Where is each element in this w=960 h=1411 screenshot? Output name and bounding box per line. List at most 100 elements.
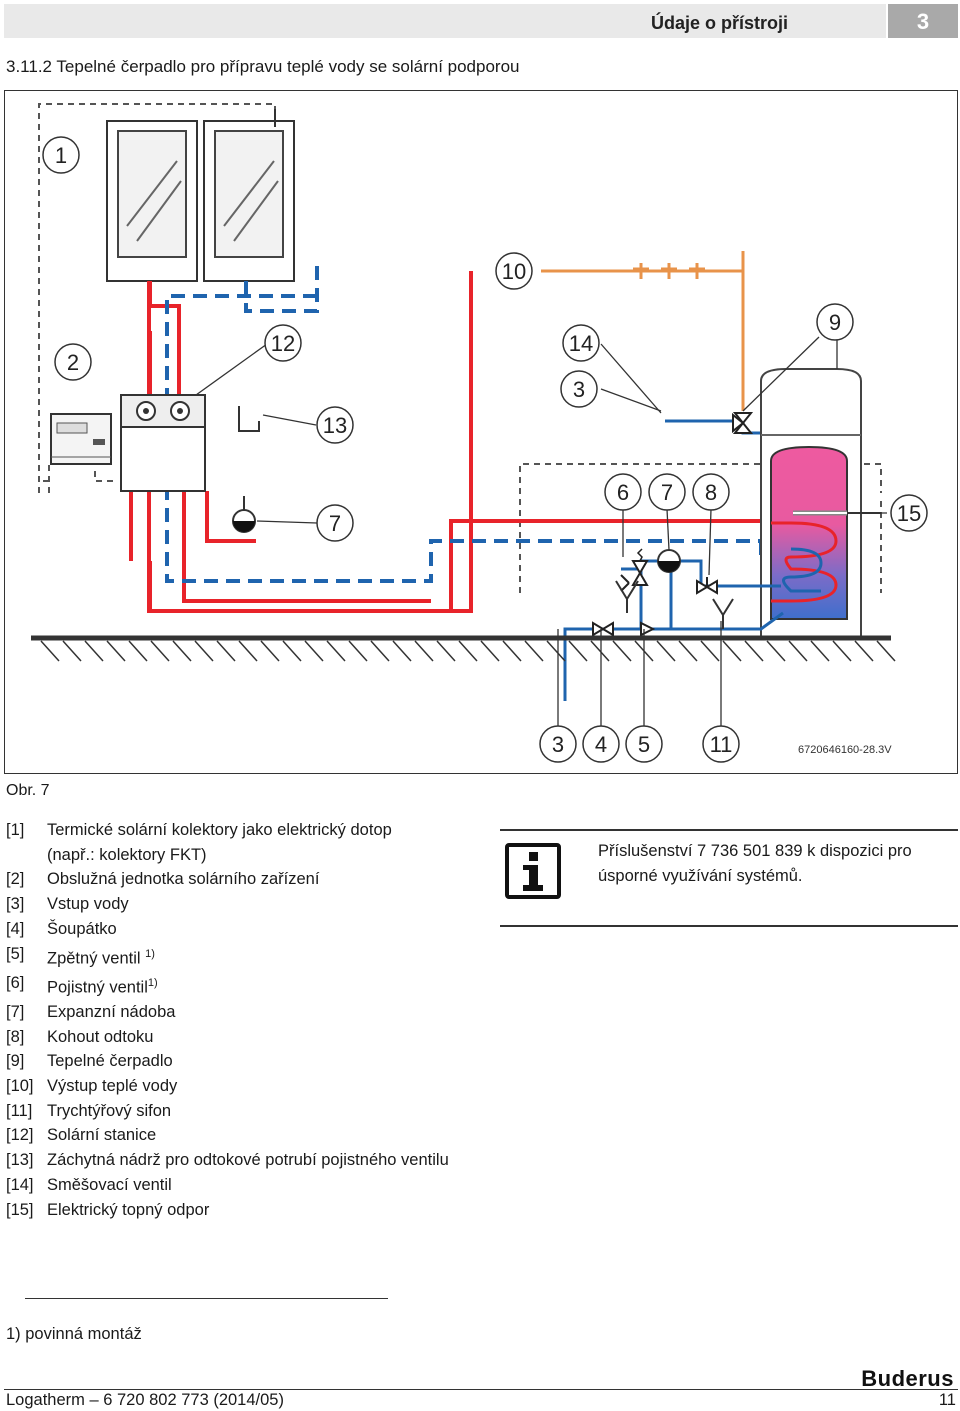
callout-label: 3: [573, 377, 585, 402]
callout-circle: [495, 252, 533, 290]
page-number: 11: [938, 1391, 956, 1409]
legend-item: [15]Elektrický topný odpor: [6, 1200, 210, 1219]
ground-hatch: [40, 640, 60, 662]
legend-item: [3]Vstup vody: [6, 895, 129, 914]
drain-cock: [696, 577, 718, 595]
brand-logo: Buderus: [861, 1366, 954, 1391]
ground-hatch: [392, 640, 412, 662]
callout-label: 12: [271, 331, 295, 356]
ground-hatch: [348, 640, 368, 662]
footnote-rule: [25, 1298, 388, 1299]
ground-hatch: [282, 640, 302, 662]
ground-hatch: [590, 640, 610, 662]
catch-tank: [238, 406, 260, 432]
callout-circle: [582, 725, 620, 763]
callout-label: 9: [829, 310, 841, 335]
callout-label: 8: [705, 480, 717, 505]
legend-item: [6]Pojistný ventil1): [6, 973, 158, 997]
callout-circle: [648, 473, 686, 511]
shutoff-valve: [592, 621, 614, 637]
figure-label: Obr. 7: [6, 782, 50, 799]
callout-circle: [264, 324, 302, 362]
ground-hatch: [84, 640, 104, 662]
check-valve: [640, 621, 656, 637]
blue-pipe-mixing: [665, 419, 771, 435]
callout-circle: [560, 370, 598, 408]
ground-hatch: [414, 640, 434, 662]
callout-circle: [562, 324, 600, 362]
legend-item-continued: (např.: kolektory FKT): [47, 845, 207, 864]
callout-label: 6: [617, 480, 629, 505]
ground-hatch: [172, 640, 192, 662]
hot-water-outlet: [541, 251, 745, 411]
ground-hatch: [326, 640, 346, 662]
solar-collectors: [106, 109, 295, 282]
ground-hatch: [876, 640, 896, 662]
ground-hatch: [216, 640, 236, 662]
ground-hatch: [612, 640, 632, 662]
expansion-vessel: [232, 496, 256, 533]
callout-label: 1: [55, 143, 67, 168]
legend-item: [2]Obslužná jednotka solárního zařízení: [6, 870, 320, 889]
ground-hatch: [854, 640, 874, 662]
mixing-valve: [732, 412, 754, 434]
callout-circle: [604, 473, 642, 511]
legend-item: [11]Trychtýřový sifon: [6, 1101, 172, 1120]
ground-hatch: [106, 640, 126, 662]
ground-hatch: [546, 640, 566, 662]
ground-hatch: [502, 640, 522, 662]
note-divider-top: [500, 829, 958, 831]
legend-item: [7]Expanzní nádoba: [6, 1002, 176, 1021]
ground-hatch: [656, 640, 676, 662]
ground-hatch: [678, 640, 698, 662]
legend-item: [9]Tepelné čerpadlo: [6, 1052, 173, 1071]
ground-hatch: [722, 640, 742, 662]
ground-hatch: [260, 640, 280, 662]
callout-circle: [692, 473, 730, 511]
ground-hatch: [128, 640, 148, 662]
legend-item: [12]Solární stanice: [6, 1126, 157, 1145]
ground-hatch: [744, 640, 764, 662]
callout-label: 13: [323, 413, 347, 438]
callout-circle: [625, 725, 663, 763]
ground-hatch: [238, 640, 258, 662]
ground-hatch: [810, 640, 830, 662]
callout-label: 3: [552, 732, 564, 757]
solar-red-main: [147, 281, 761, 613]
note-text: Příslušenství 7 736 501 839 k dispozici …: [598, 842, 912, 885]
footer-rule: [4, 1389, 958, 1390]
footer-document-id: Logatherm – 6 720 802 773 (2014/05): [6, 1391, 284, 1409]
ground-hatch: [480, 640, 500, 662]
footnote: 1) povinná montáž: [6, 1325, 142, 1343]
callout-label: 14: [569, 331, 593, 356]
callout-label: 4: [595, 732, 607, 757]
figure-code: 6720646160-28.3V: [798, 744, 892, 756]
legend-list: [1]Termické solární kolektory jako elekt…: [6, 818, 449, 1222]
callout-circle: [316, 504, 354, 542]
note-divider-bottom: [500, 925, 958, 927]
chapter-number: 3: [888, 4, 958, 38]
solar-station: [120, 394, 206, 492]
ground-hatch: [150, 640, 170, 662]
callout-leaders: [195, 336, 887, 729]
callout-label: 2: [67, 350, 79, 375]
legend-item: [10]Výstup teplé vody: [6, 1077, 178, 1096]
callout-label: 7: [329, 511, 341, 536]
callout-label: 5: [638, 732, 650, 757]
info-icon: [505, 843, 561, 899]
ground-hatch: [634, 640, 654, 662]
callout-circle: [702, 725, 740, 763]
ground-hatch: [832, 640, 852, 662]
controller: [50, 413, 112, 465]
legend-item: [13]Záchytná nádrž pro odtokové potrubí …: [6, 1151, 449, 1170]
callout-circle: [54, 343, 92, 381]
ground-hatch: [788, 640, 808, 662]
header-title: Údaje o přístroji: [650, 13, 788, 33]
callout-circle: [539, 725, 577, 763]
callout-label: 11: [710, 732, 733, 757]
header-bar: Údaje o přístroji: [4, 4, 886, 38]
section-title: 3.11.2 Tepelné čerpadlo pro přípravu tep…: [6, 57, 520, 76]
ground-hatch: [766, 640, 786, 662]
